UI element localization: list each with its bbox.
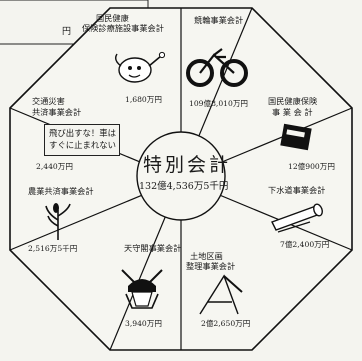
segment-title: 農業共済事業会計 xyxy=(28,186,94,196)
segment-amount: 7億2,400万円 xyxy=(280,240,330,249)
segment-title: 天守閣事業会計 xyxy=(124,243,182,253)
sewer-pipe-icon xyxy=(271,203,323,233)
insurance-card-icon xyxy=(280,123,312,151)
samurai-helmet-icon xyxy=(121,269,163,309)
segment-title: 整理事業会計 xyxy=(186,261,236,271)
survey-tool-icon xyxy=(199,274,243,315)
segment-title: 競輪事業会計 xyxy=(194,15,244,25)
segment-amount: 2億2,650万円 xyxy=(201,319,251,328)
segment-title: 下水道事業会計 xyxy=(268,185,326,195)
rice-plant-icon xyxy=(45,203,71,240)
traffic-sign-icon xyxy=(44,124,120,156)
segment-title: 事 業 会 計 xyxy=(272,107,313,117)
segment-amount: 1,680万円 xyxy=(125,95,162,104)
segment-amount: 12億900万円 xyxy=(288,162,335,171)
segment-title: 国民健康保険 xyxy=(268,96,318,106)
watering-can-icon xyxy=(114,51,165,83)
segment-title: 共済事業会計 xyxy=(32,107,82,117)
segment-title: 交通災害 xyxy=(32,96,65,106)
segment-title: 土地区画 xyxy=(190,251,223,261)
segment-amount: 109億8,010万円 xyxy=(189,99,249,108)
sign-text: すぐに止まれない xyxy=(49,140,116,150)
center-title: 特別会計 xyxy=(143,154,232,176)
center-amount: 132億4,536万5千円 xyxy=(139,181,229,192)
segment-title: 保険診療施設事業会計 xyxy=(82,23,164,33)
segment-amount: 2,440万円 xyxy=(36,162,73,171)
segment-amount: 3,940万円 xyxy=(125,319,162,328)
bicycle-icon xyxy=(186,48,248,87)
segment-title: 国民健康 xyxy=(96,13,129,23)
sign-text: 飛び出すな！車は xyxy=(49,128,116,138)
segment-amount: 2,516万5千円 xyxy=(28,244,78,253)
corner-label: 円 xyxy=(62,27,72,37)
